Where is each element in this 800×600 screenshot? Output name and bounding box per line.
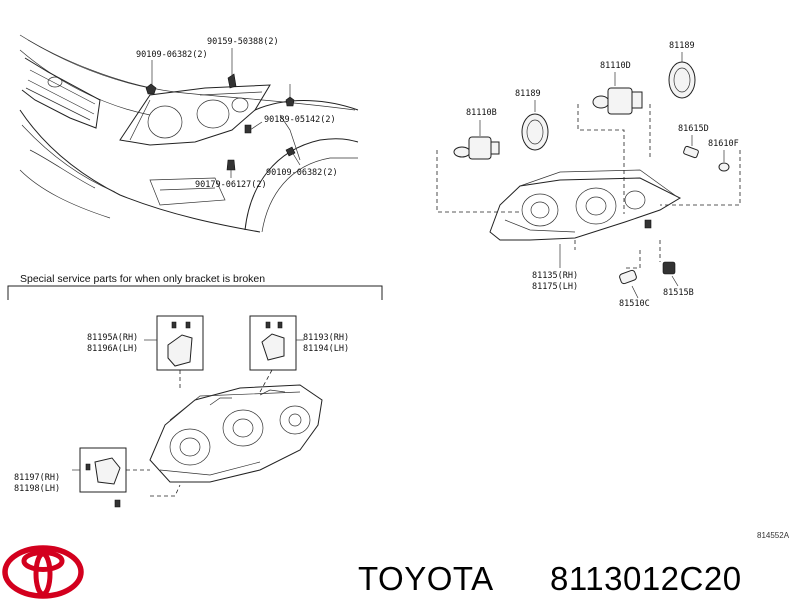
label-81198-lh: 81198(LH) bbox=[14, 484, 60, 494]
part-number: 8113012C20 bbox=[550, 560, 742, 597]
label-81196a-lh: 81196A(LH) bbox=[87, 344, 138, 354]
special-service-note: Special service parts for when only brac… bbox=[20, 273, 265, 285]
label-81195a-rh: 81195A(RH) bbox=[87, 333, 138, 343]
toyota-logo bbox=[2, 545, 84, 599]
brand-name: TOYOTA bbox=[358, 560, 494, 597]
label-81175-lh: 81175(LH) bbox=[532, 282, 578, 292]
label-81189-top: 81189 bbox=[669, 41, 695, 51]
label-81135-rh: 81135(RH) bbox=[532, 271, 578, 281]
label-90159-50388: 90159-50388(2) bbox=[207, 37, 279, 47]
seal-81189-top bbox=[668, 52, 696, 99]
label-90179-06127: 90179-06127(2) bbox=[195, 180, 267, 190]
socket-81515b bbox=[662, 261, 679, 287]
headlamp-exploded-view bbox=[436, 52, 741, 299]
seal-81189-mid bbox=[521, 100, 549, 151]
label-81193-rh: 81193(RH) bbox=[303, 333, 349, 343]
bracket-box-81193 bbox=[249, 315, 297, 371]
label-81615d: 81615D bbox=[678, 124, 709, 134]
diagram-reference: 814552A bbox=[757, 531, 790, 540]
bracket-headlamp-view bbox=[72, 315, 323, 508]
label-90109-06382-bottom: 90109-06382(2) bbox=[266, 168, 338, 178]
label-90109-06382-top: 90109-06382(2) bbox=[136, 50, 208, 60]
label-81610f: 81610F bbox=[708, 139, 739, 149]
label-81510c: 81510C bbox=[619, 299, 650, 309]
label-90189-05142: 90189-05142(2) bbox=[264, 115, 336, 125]
bulb-81510c bbox=[619, 269, 639, 299]
bulb-81110b bbox=[453, 120, 500, 160]
bulb-81110d bbox=[592, 72, 643, 115]
headlamp-assembly bbox=[489, 169, 682, 241]
label-81197-rh: 81197(RH) bbox=[14, 473, 60, 483]
label-81194-lh: 81194(LH) bbox=[303, 344, 349, 354]
label-81110d: 81110D bbox=[600, 61, 631, 71]
bulb-81615d bbox=[683, 135, 699, 159]
car-front-illustration bbox=[19, 34, 359, 233]
label-81189-mid: 81189 bbox=[515, 89, 541, 99]
label-81110b: 81110B bbox=[466, 108, 497, 118]
label-81515b: 81515B bbox=[663, 288, 694, 298]
bracket-section-border bbox=[7, 285, 383, 300]
lens-81610f bbox=[718, 150, 730, 172]
